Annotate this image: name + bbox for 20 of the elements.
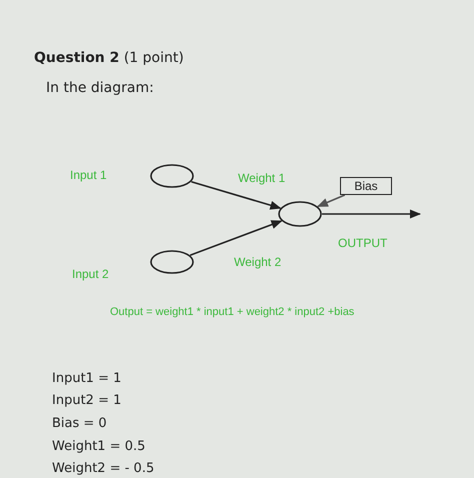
question-text: Weight2 = - 0.5 <box>52 461 154 476</box>
question-text: Bias = 0 <box>52 416 107 431</box>
arrow <box>190 220 282 256</box>
edge-label: OUTPUT <box>338 236 388 250</box>
arrow <box>316 194 346 208</box>
node-label: Bias <box>354 179 378 193</box>
edge-label: Weight 2 <box>234 255 282 269</box>
arrow <box>322 210 422 218</box>
question-text: Input2 = 1 <box>52 393 122 408</box>
question-title: Question 2 (1 point) <box>34 50 184 66</box>
input-label: Input 1 <box>70 168 107 182</box>
arrow <box>191 180 282 210</box>
edge-label: Weight 1 <box>238 171 286 185</box>
neuron-ellipse <box>278 201 322 227</box>
bias-box <box>340 177 392 195</box>
question-text: Input1 = 1 <box>52 371 122 386</box>
question-text: In the diagram: <box>46 80 154 96</box>
input-label: Input 2 <box>72 267 109 281</box>
formula-text: Output = weight1 * input1 + weight2 * input2 +bias <box>110 306 354 318</box>
question-text: Weight1 = 0.5 <box>52 439 146 454</box>
